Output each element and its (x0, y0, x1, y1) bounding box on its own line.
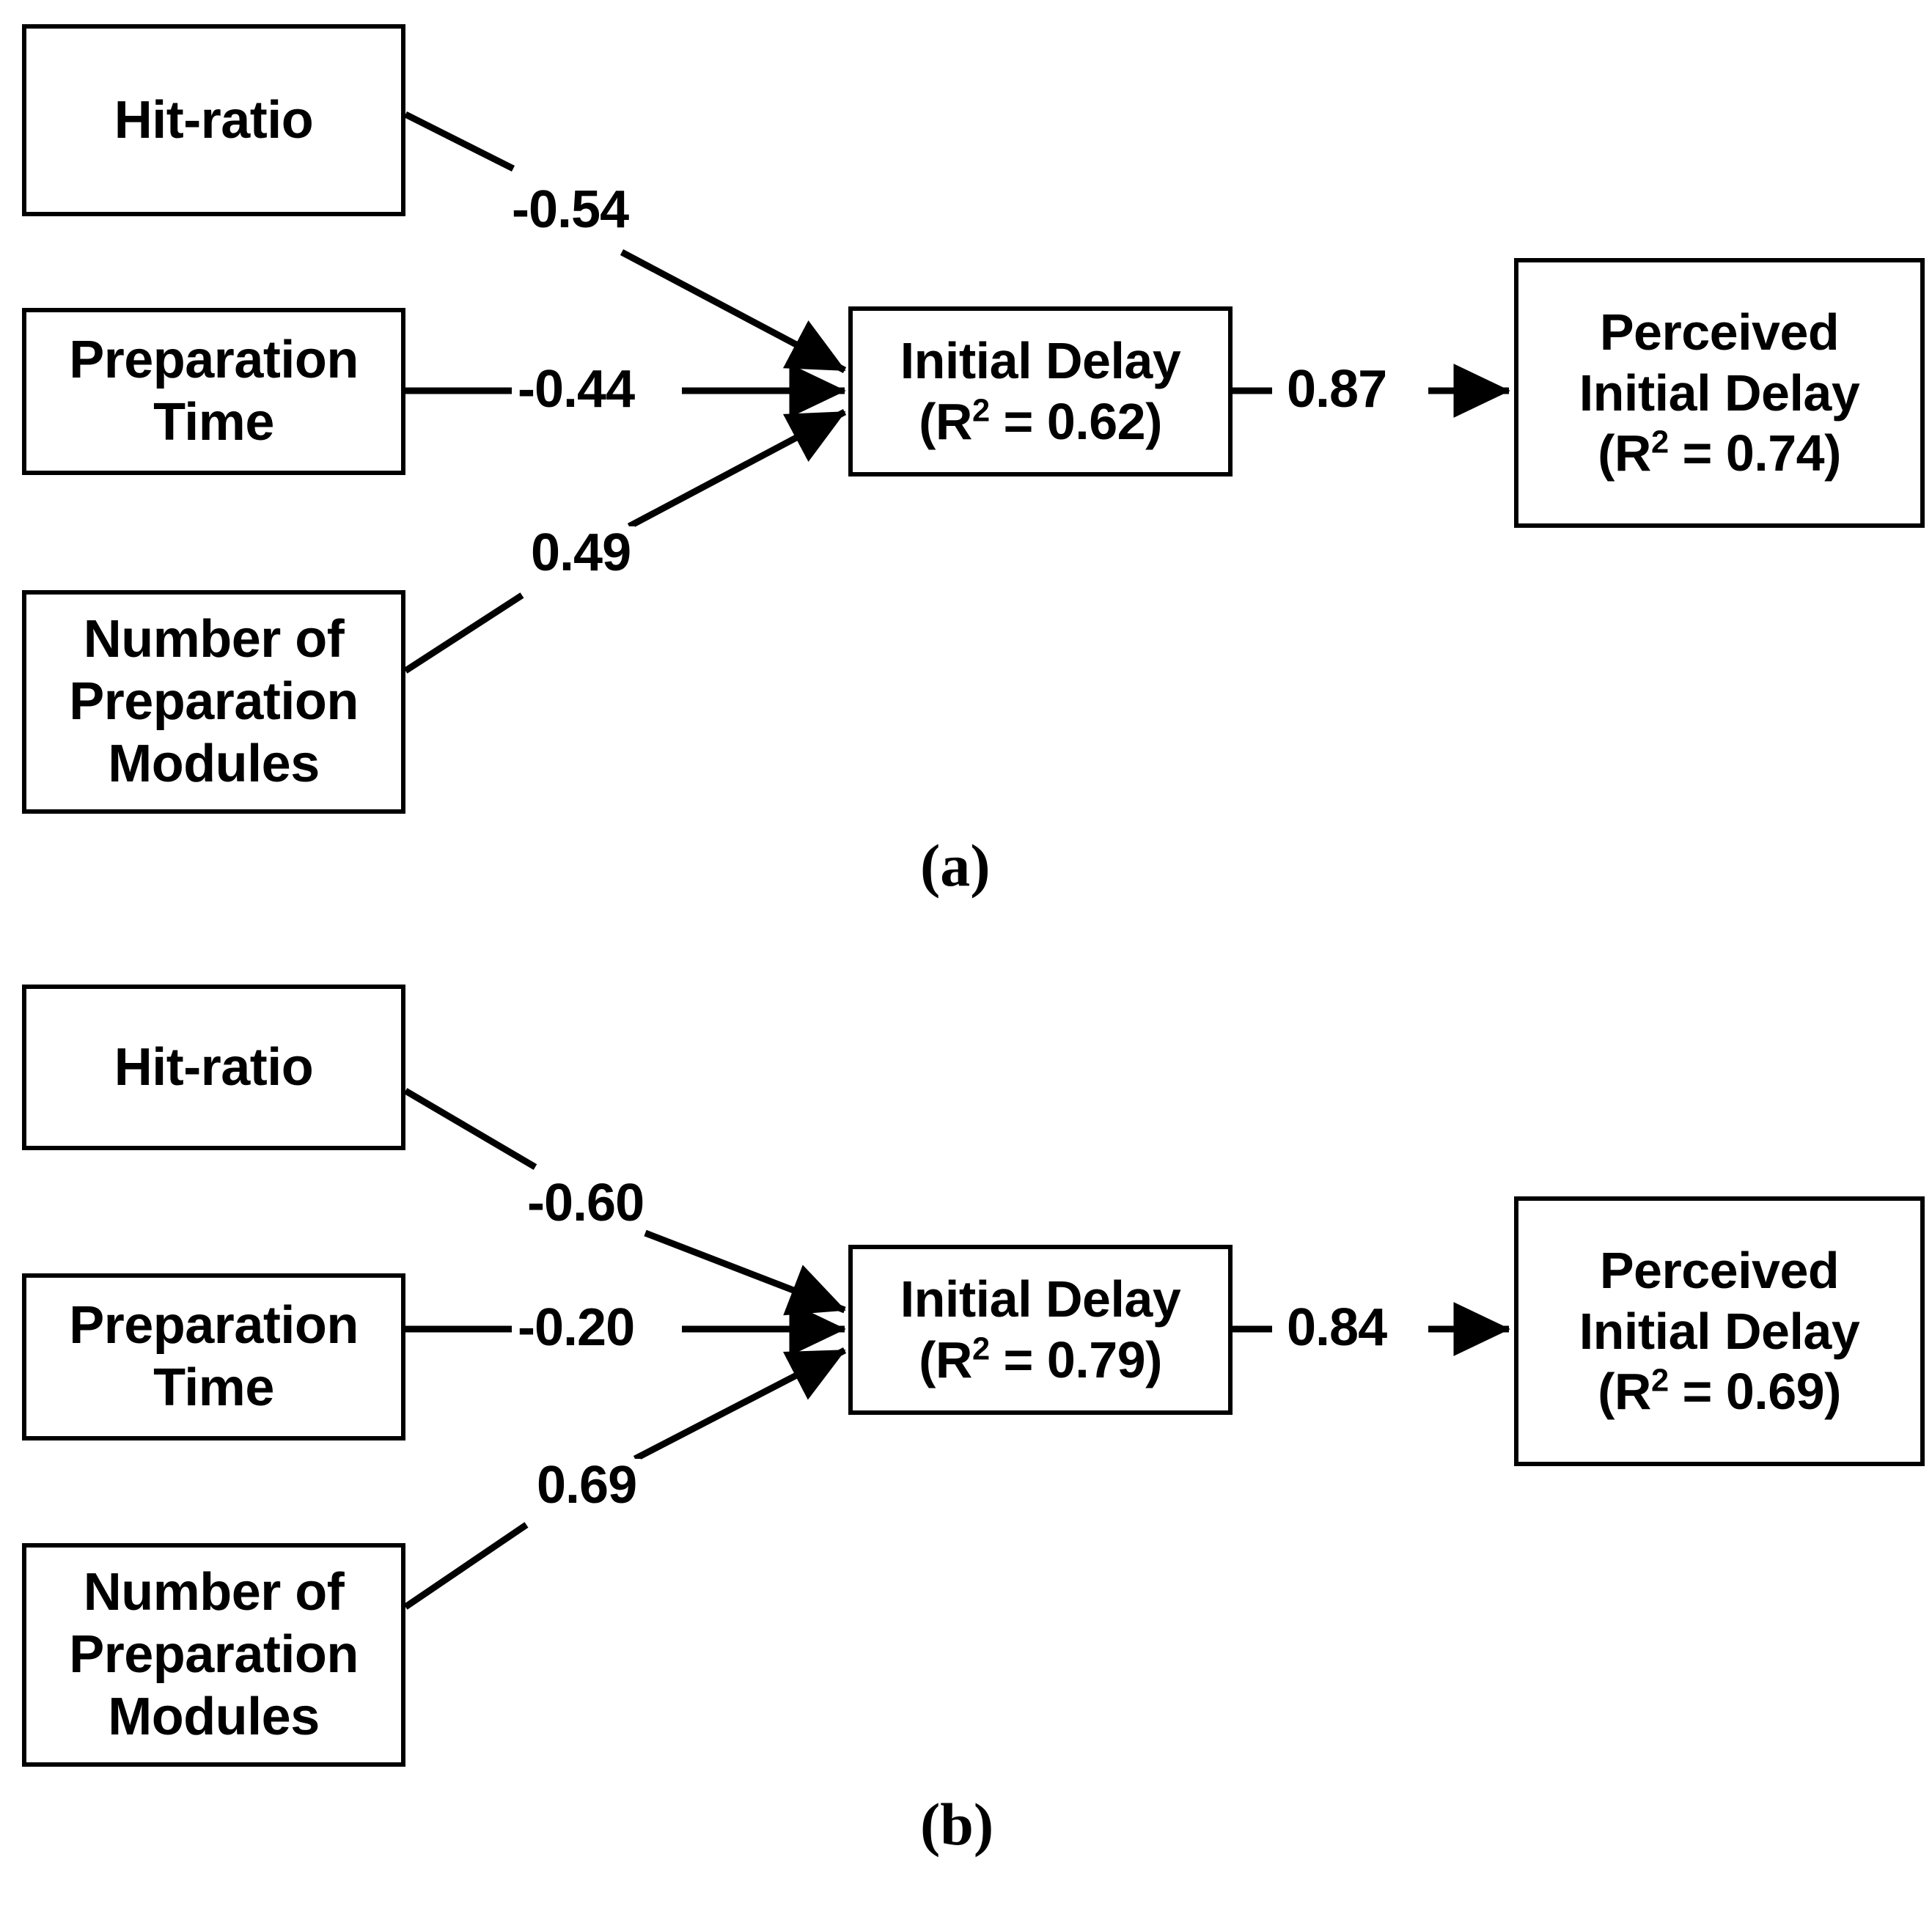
edge-preparation-modules-to-initial-delay-seg1 (403, 1522, 529, 1610)
path-coefficient-hit-ratio: -0.60 (523, 1177, 649, 1229)
node-perceived-initial-delay[interactable]: Perceived Initial Delay (R2 = 0.74) (1514, 258, 1925, 528)
panel-caption-a: (a) (920, 832, 991, 899)
edge-preparation-modules-to-initial-delay-seg1 (403, 592, 524, 674)
path-coefficient-preparation-modules: 0.69 (532, 1459, 642, 1512)
node-initial-delay[interactable]: Initial Delay (R2 = 0.79) (848, 1245, 1233, 1415)
node-preparation-modules[interactable]: Number of Preparation Modules (22, 590, 405, 814)
node-r2-value: (R2 = 0.69) (1598, 1363, 1841, 1421)
node-r2-value: (R2 = 0.62) (919, 393, 1162, 450)
node-preparation-time[interactable]: Preparation Time (22, 1273, 405, 1440)
node-label-line2: Initial Delay (1579, 364, 1860, 422)
node-label-line2: Time (153, 393, 274, 452)
superscript-two: 2 (971, 393, 990, 429)
node-initial-delay[interactable]: Initial Delay (R2 = 0.62) (848, 306, 1233, 476)
node-perceived-initial-delay[interactable]: Perceived Initial Delay (R2 = 0.69) (1514, 1196, 1925, 1466)
node-label-line2: Preparation (69, 1625, 359, 1685)
path-coefficient-initial-to-perceived: 0.84 (1282, 1301, 1392, 1354)
superscript-two: 2 (1650, 1363, 1669, 1399)
edge-preparation-modules-to-initial-delay-seg2 (633, 1347, 847, 1462)
node-label-line3: Modules (108, 734, 320, 793)
node-label-line1: Perceived (1599, 1242, 1840, 1300)
node-hit-ratio[interactable]: Hit-ratio (22, 24, 405, 216)
node-label-line1: Perceived (1599, 303, 1840, 361)
node-label-line1: Number of (83, 610, 345, 669)
edge-hit-ratio-to-initial-delay-seg1 (403, 1088, 537, 1170)
path-coefficient-initial-to-perceived: 0.87 (1282, 363, 1392, 416)
panel-b-edges (403, 1088, 1510, 1610)
node-r2-value: (R2 = 0.74) (1598, 424, 1841, 482)
node-label-line1: Initial Delay (900, 332, 1181, 390)
node-label-line1: Preparation (69, 331, 359, 390)
node-label-line1: Number of (83, 1563, 345, 1622)
node-label-line2: Initial Delay (1579, 1302, 1860, 1360)
node-label-line1: Initial Delay (900, 1270, 1181, 1328)
panel-a-edges (403, 111, 1510, 674)
node-preparation-time[interactable]: Preparation Time (22, 308, 405, 475)
path-coefficient-preparation-time: -0.20 (513, 1301, 639, 1354)
node-label-line3: Modules (108, 1687, 320, 1746)
node-label: Hit-ratio (114, 90, 314, 150)
panel-a: Hit-ratio Preparation Time Number of Pre… (22, 24, 1925, 899)
path-coefficient-preparation-time: -0.44 (513, 363, 639, 416)
node-label-line2: Preparation (69, 672, 359, 732)
path-coefficient-hit-ratio: -0.54 (507, 183, 633, 236)
node-r2-value: (R2 = 0.79) (919, 1331, 1162, 1388)
node-label-line1: Preparation (69, 1296, 359, 1355)
node-label-line2: Time (153, 1358, 274, 1417)
node-label: Hit-ratio (114, 1037, 314, 1097)
edge-hit-ratio-to-initial-delay-seg2 (620, 249, 847, 373)
path-coefficient-preparation-modules: 0.49 (526, 526, 636, 579)
superscript-two: 2 (971, 1331, 990, 1367)
edge-hit-ratio-to-initial-delay-seg2 (644, 1229, 846, 1316)
edge-hit-ratio-to-initial-delay-seg1 (403, 111, 515, 172)
superscript-two: 2 (1650, 424, 1669, 460)
node-hit-ratio[interactable]: Hit-ratio (22, 985, 405, 1150)
node-preparation-modules[interactable]: Number of Preparation Modules (22, 1543, 405, 1767)
panel-caption-b: (b) (920, 1791, 994, 1858)
panel-b: Hit-ratio Preparation Time Number of Pre… (0, 953, 1932, 1905)
edge-preparation-modules-to-initial-delay-seg2 (627, 409, 847, 529)
